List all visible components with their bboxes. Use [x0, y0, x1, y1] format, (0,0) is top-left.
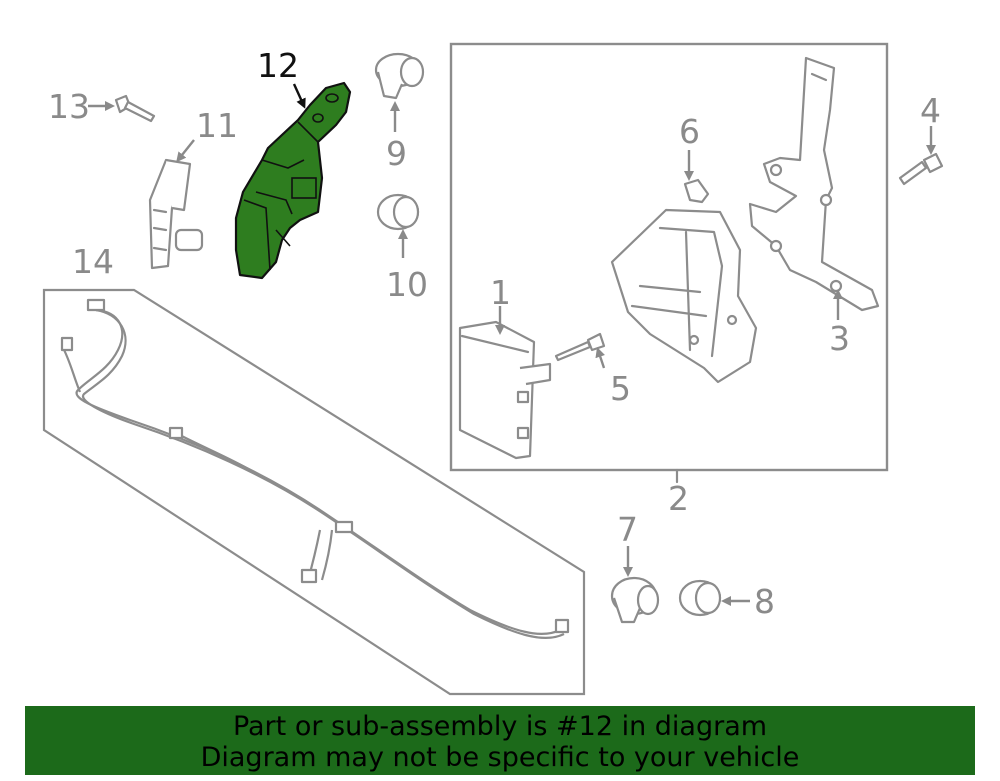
callout-10: 10	[386, 265, 428, 304]
callout-9: 9	[386, 134, 407, 173]
callout-1: 1	[490, 273, 511, 312]
part-14-harness[interactable]	[42, 288, 586, 696]
part-3-bracket[interactable]	[748, 56, 880, 312]
part-1-module[interactable]	[458, 320, 552, 460]
leader-arrows	[88, 83, 936, 606]
banner-line-2: Diagram may not be specific to your vehi…	[200, 742, 800, 773]
part-4-bolt[interactable]	[898, 152, 944, 186]
callout-11: 11	[196, 106, 238, 145]
callout-3: 3	[829, 319, 850, 358]
callout-6: 6	[679, 112, 700, 151]
callout-13: 13	[48, 87, 90, 126]
assembly-box-2	[449, 42, 889, 472]
central-bracket[interactable]	[610, 208, 758, 384]
part-5-bolt[interactable]	[554, 332, 606, 362]
callout-2: 2	[668, 479, 689, 518]
info-banner: Part or sub-assembly is #12 in diagram D…	[25, 706, 975, 775]
part-7-sensor[interactable]	[610, 576, 660, 624]
callout-12: 12	[257, 46, 299, 85]
part-6-clip[interactable]	[683, 178, 710, 204]
callout-14: 14	[72, 242, 114, 281]
part-8-grommet[interactable]	[678, 579, 722, 617]
callout-7: 7	[617, 510, 638, 549]
part-11-module[interactable]	[148, 158, 204, 270]
part-9-sensor[interactable]	[374, 52, 425, 100]
callout-5: 5	[610, 369, 631, 408]
part-12-bracket[interactable]	[234, 81, 352, 280]
banner-line-1: Part or sub-assembly is #12 in diagram	[232, 711, 768, 742]
part-10-grommet[interactable]	[376, 193, 420, 231]
callout-4: 4	[920, 91, 941, 130]
callout-8: 8	[754, 582, 775, 621]
part-13-bolt[interactable]	[114, 94, 156, 123]
